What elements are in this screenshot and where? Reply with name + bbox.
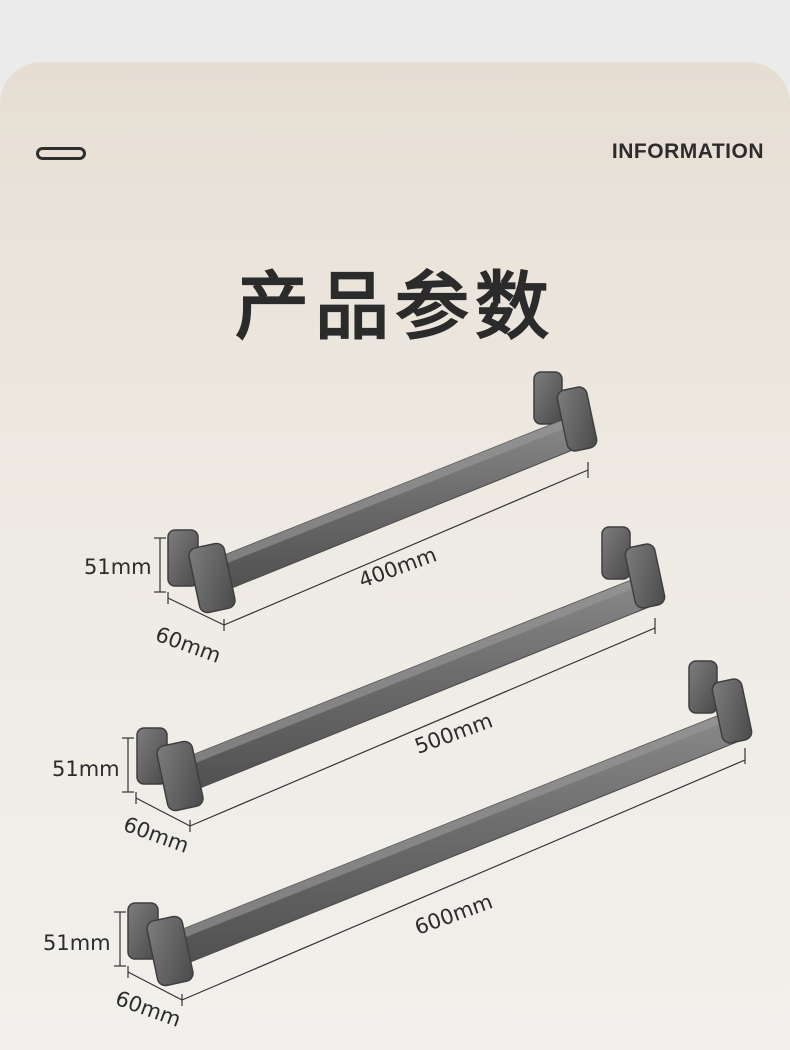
section-label: INFORMATION — [611, 140, 764, 163]
towel-bar-400 — [154, 371, 598, 631]
height-label-400: 51mm — [84, 555, 152, 579]
towel-bar-600 — [114, 660, 753, 1006]
height-label-600: 51mm — [43, 931, 111, 955]
depth-label-500: 60mm — [120, 812, 192, 858]
height-label-500: 51mm — [52, 757, 120, 781]
page-title: 产品参数 — [235, 264, 555, 350]
info-card: INFORMATION 产品参数 — [0, 62, 790, 1050]
menu-pill-icon — [36, 147, 86, 160]
length-label-400: 400mm — [356, 542, 440, 592]
depth-label-600: 60mm — [112, 986, 184, 1032]
towel-bar-500 — [122, 526, 666, 832]
length-label-500: 500mm — [412, 708, 496, 758]
depth-label-400: 60mm — [152, 622, 224, 668]
